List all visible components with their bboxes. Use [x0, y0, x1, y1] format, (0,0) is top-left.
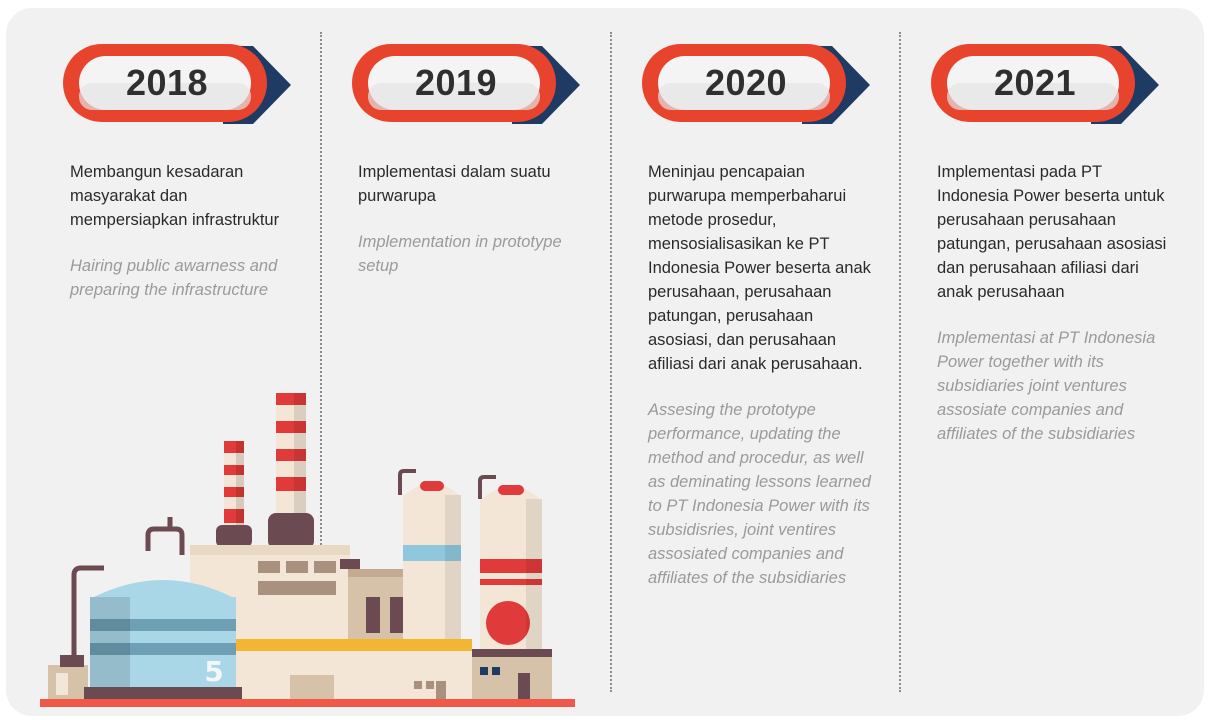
year-badge-2018: 2018: [63, 44, 293, 126]
description-indonesian: Membangun kesadaran masyarakat dan mempe…: [70, 163, 280, 229]
description-english: Hairing public awarness and preparing th…: [70, 257, 278, 299]
description-english: Implementasi at PT Indonesia Power toget…: [937, 329, 1156, 443]
year-badge-2020: 2020: [642, 44, 872, 126]
timeline-column-2019: Implementasi dalam suatu purwarupa Imple…: [358, 160, 584, 278]
timeline-column-2020: Meninjau pencapaian purwarupa memperbaha…: [648, 160, 880, 590]
tank-number-label: 5: [204, 655, 223, 688]
description-indonesian: Implementasi pada PT Indonesia Power bes…: [937, 163, 1167, 301]
timeline-column-2021: Implementasi pada PT Indonesia Power bes…: [937, 160, 1169, 446]
description-english: Assesing the prototype performance, upda…: [648, 401, 871, 587]
timeline-column-2018: Membangun kesadaran masyarakat dan mempe…: [70, 160, 300, 302]
year-badge-2019: 2019: [352, 44, 582, 126]
description-english: Implementation in prototype setup: [358, 233, 562, 275]
year-label: 2021: [993, 62, 1077, 103]
power-plant-illustration: 5: [40, 393, 575, 707]
year-label: 2020: [704, 62, 788, 103]
year-label: 2018: [125, 62, 209, 103]
column-divider: [899, 32, 901, 692]
year-label: 2019: [414, 62, 498, 103]
description-indonesian: Implementasi dalam suatu purwarupa: [358, 163, 551, 205]
description-indonesian: Meninjau pencapaian purwarupa memperbaha…: [648, 163, 871, 373]
year-badge-2021: 2021: [931, 44, 1161, 126]
column-divider: [320, 32, 322, 692]
column-divider: [610, 32, 612, 692]
